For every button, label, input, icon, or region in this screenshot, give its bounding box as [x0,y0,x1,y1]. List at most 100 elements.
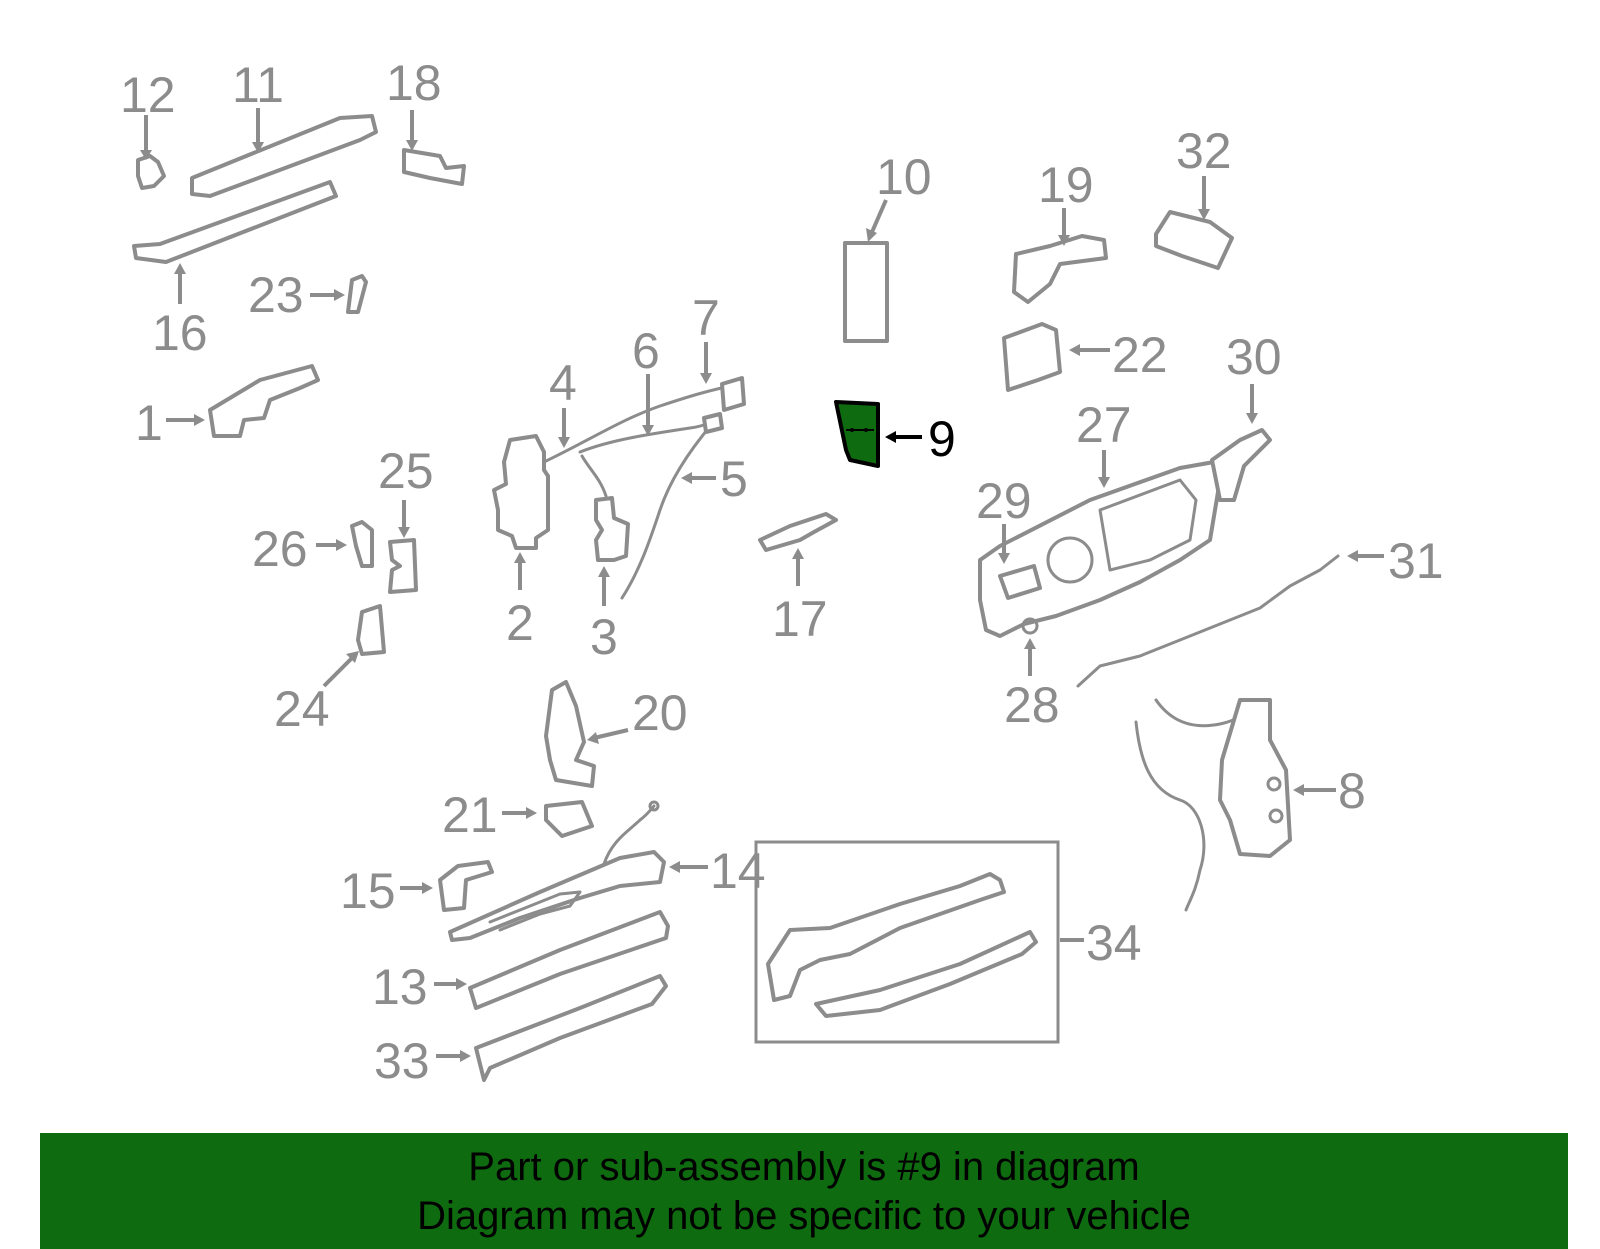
part-1-handle [208,364,320,438]
part-8-bolt [1266,776,1282,792]
arrowhead-16 [174,263,186,274]
label-26: 26 [252,521,308,577]
arrowhead-4 [558,437,570,448]
part-30-bracket [1210,428,1272,502]
arrowhead-24 [346,651,359,663]
label-22: 22 [1112,327,1168,383]
arrowhead-11 [252,142,264,153]
arrowhead-21 [526,807,537,819]
label-1: 1 [135,395,163,451]
leader-24 [322,656,354,688]
arrowhead-22 [1069,344,1080,356]
arrowhead-15 [422,882,433,894]
part-9-highlighted[interactable] [834,400,880,468]
part-5-cable [620,422,714,600]
part-19-handle-housing [1012,234,1108,304]
arrowhead-5 [681,472,692,484]
part-27-motor-mount [1046,536,1094,584]
label-15: 15 [340,863,396,919]
part-14-wire-end [648,800,660,812]
label-18: 18 [386,55,442,111]
arrowhead-19 [1058,235,1070,246]
part-15-bracket [438,860,494,912]
arrowhead-7 [700,373,712,384]
label-17: 17 [772,591,828,647]
label-10: 10 [876,149,932,205]
part-34-rail-upper [766,872,1006,1002]
label-7: 7 [692,290,720,346]
part-7-connector [720,376,746,412]
part-11-rail [190,114,378,198]
part-8-bolt [1268,808,1284,824]
part-23-pin [346,274,368,314]
label-21: 21 [442,787,498,843]
leader-20 [593,728,629,740]
part-3-bracket [580,454,608,498]
part-27-window-cutout [1098,478,1198,572]
arrowhead-31 [1347,550,1358,562]
arrowhead-13 [456,978,467,990]
arrowhead-32 [1198,209,1210,220]
label-25: 25 [378,443,434,499]
part-13-sill [468,910,670,1010]
label-12: 12 [120,67,176,123]
part-16-sill-strip [132,180,338,264]
part-5-connector [702,412,724,434]
part-8-cable [1134,720,1206,912]
arrowhead-33 [460,1050,471,1062]
part-24-pad [356,604,386,656]
label-23: 23 [248,267,304,323]
label-29: 29 [976,473,1032,529]
part-27-inner-panel [978,460,1222,638]
part-22-cover [1002,322,1062,392]
part-28-plug [1021,617,1039,635]
part-33-rocker [474,974,668,1082]
label-9: 9 [928,411,956,467]
label-3: 3 [590,609,618,665]
label-32: 32 [1176,123,1232,179]
arrowhead-14 [669,861,680,873]
label-31: 31 [1388,533,1444,589]
leader-10 [870,199,888,233]
part-9-rivet [864,428,868,432]
part-34-rail-lower [814,930,1038,1018]
part-4-cable [542,382,742,464]
label-30: 30 [1226,329,1282,385]
arrowhead-27 [1098,477,1110,488]
arrowhead-26 [336,539,347,551]
part-3-hinge-plate [594,496,630,562]
arrowhead-3 [598,566,610,577]
arrowhead-18 [406,140,418,151]
label-19: 19 [1038,157,1094,213]
part-9-rivet [850,428,854,432]
label-8: 8 [1338,763,1366,819]
label-11: 11 [232,57,284,113]
part-25-pad [388,538,418,594]
arrowhead-28 [1024,638,1036,649]
arrowhead-20 [587,732,599,744]
label-4: 4 [549,355,577,411]
label-2: 2 [506,595,534,651]
arrowhead-29 [998,553,1010,564]
part-21-block [544,800,594,838]
banner-line-1: Part or sub-assembly is #9 in diagram [468,1145,1140,1189]
part-18-bracket [402,148,466,186]
arrowhead-25 [398,527,410,538]
label-28: 28 [1004,677,1060,733]
label-6: 6 [632,323,660,379]
label-24: 24 [274,681,330,737]
part-26-clip [350,520,374,568]
arrowhead-8 [1293,784,1304,796]
part-29-pocket [998,564,1042,600]
arrowhead-12 [140,150,152,160]
part-20-bracket [544,680,596,788]
label-5: 5 [720,451,748,507]
banner-line-2: Diagram may not be specific to your vehi… [417,1194,1191,1238]
arrowhead-9 [885,431,896,443]
arrowhead-17 [792,548,804,559]
part-10-panel [843,241,889,343]
part-34-box [754,840,1060,1044]
arrowhead-23 [334,289,345,301]
part-32-switch [1154,210,1234,270]
